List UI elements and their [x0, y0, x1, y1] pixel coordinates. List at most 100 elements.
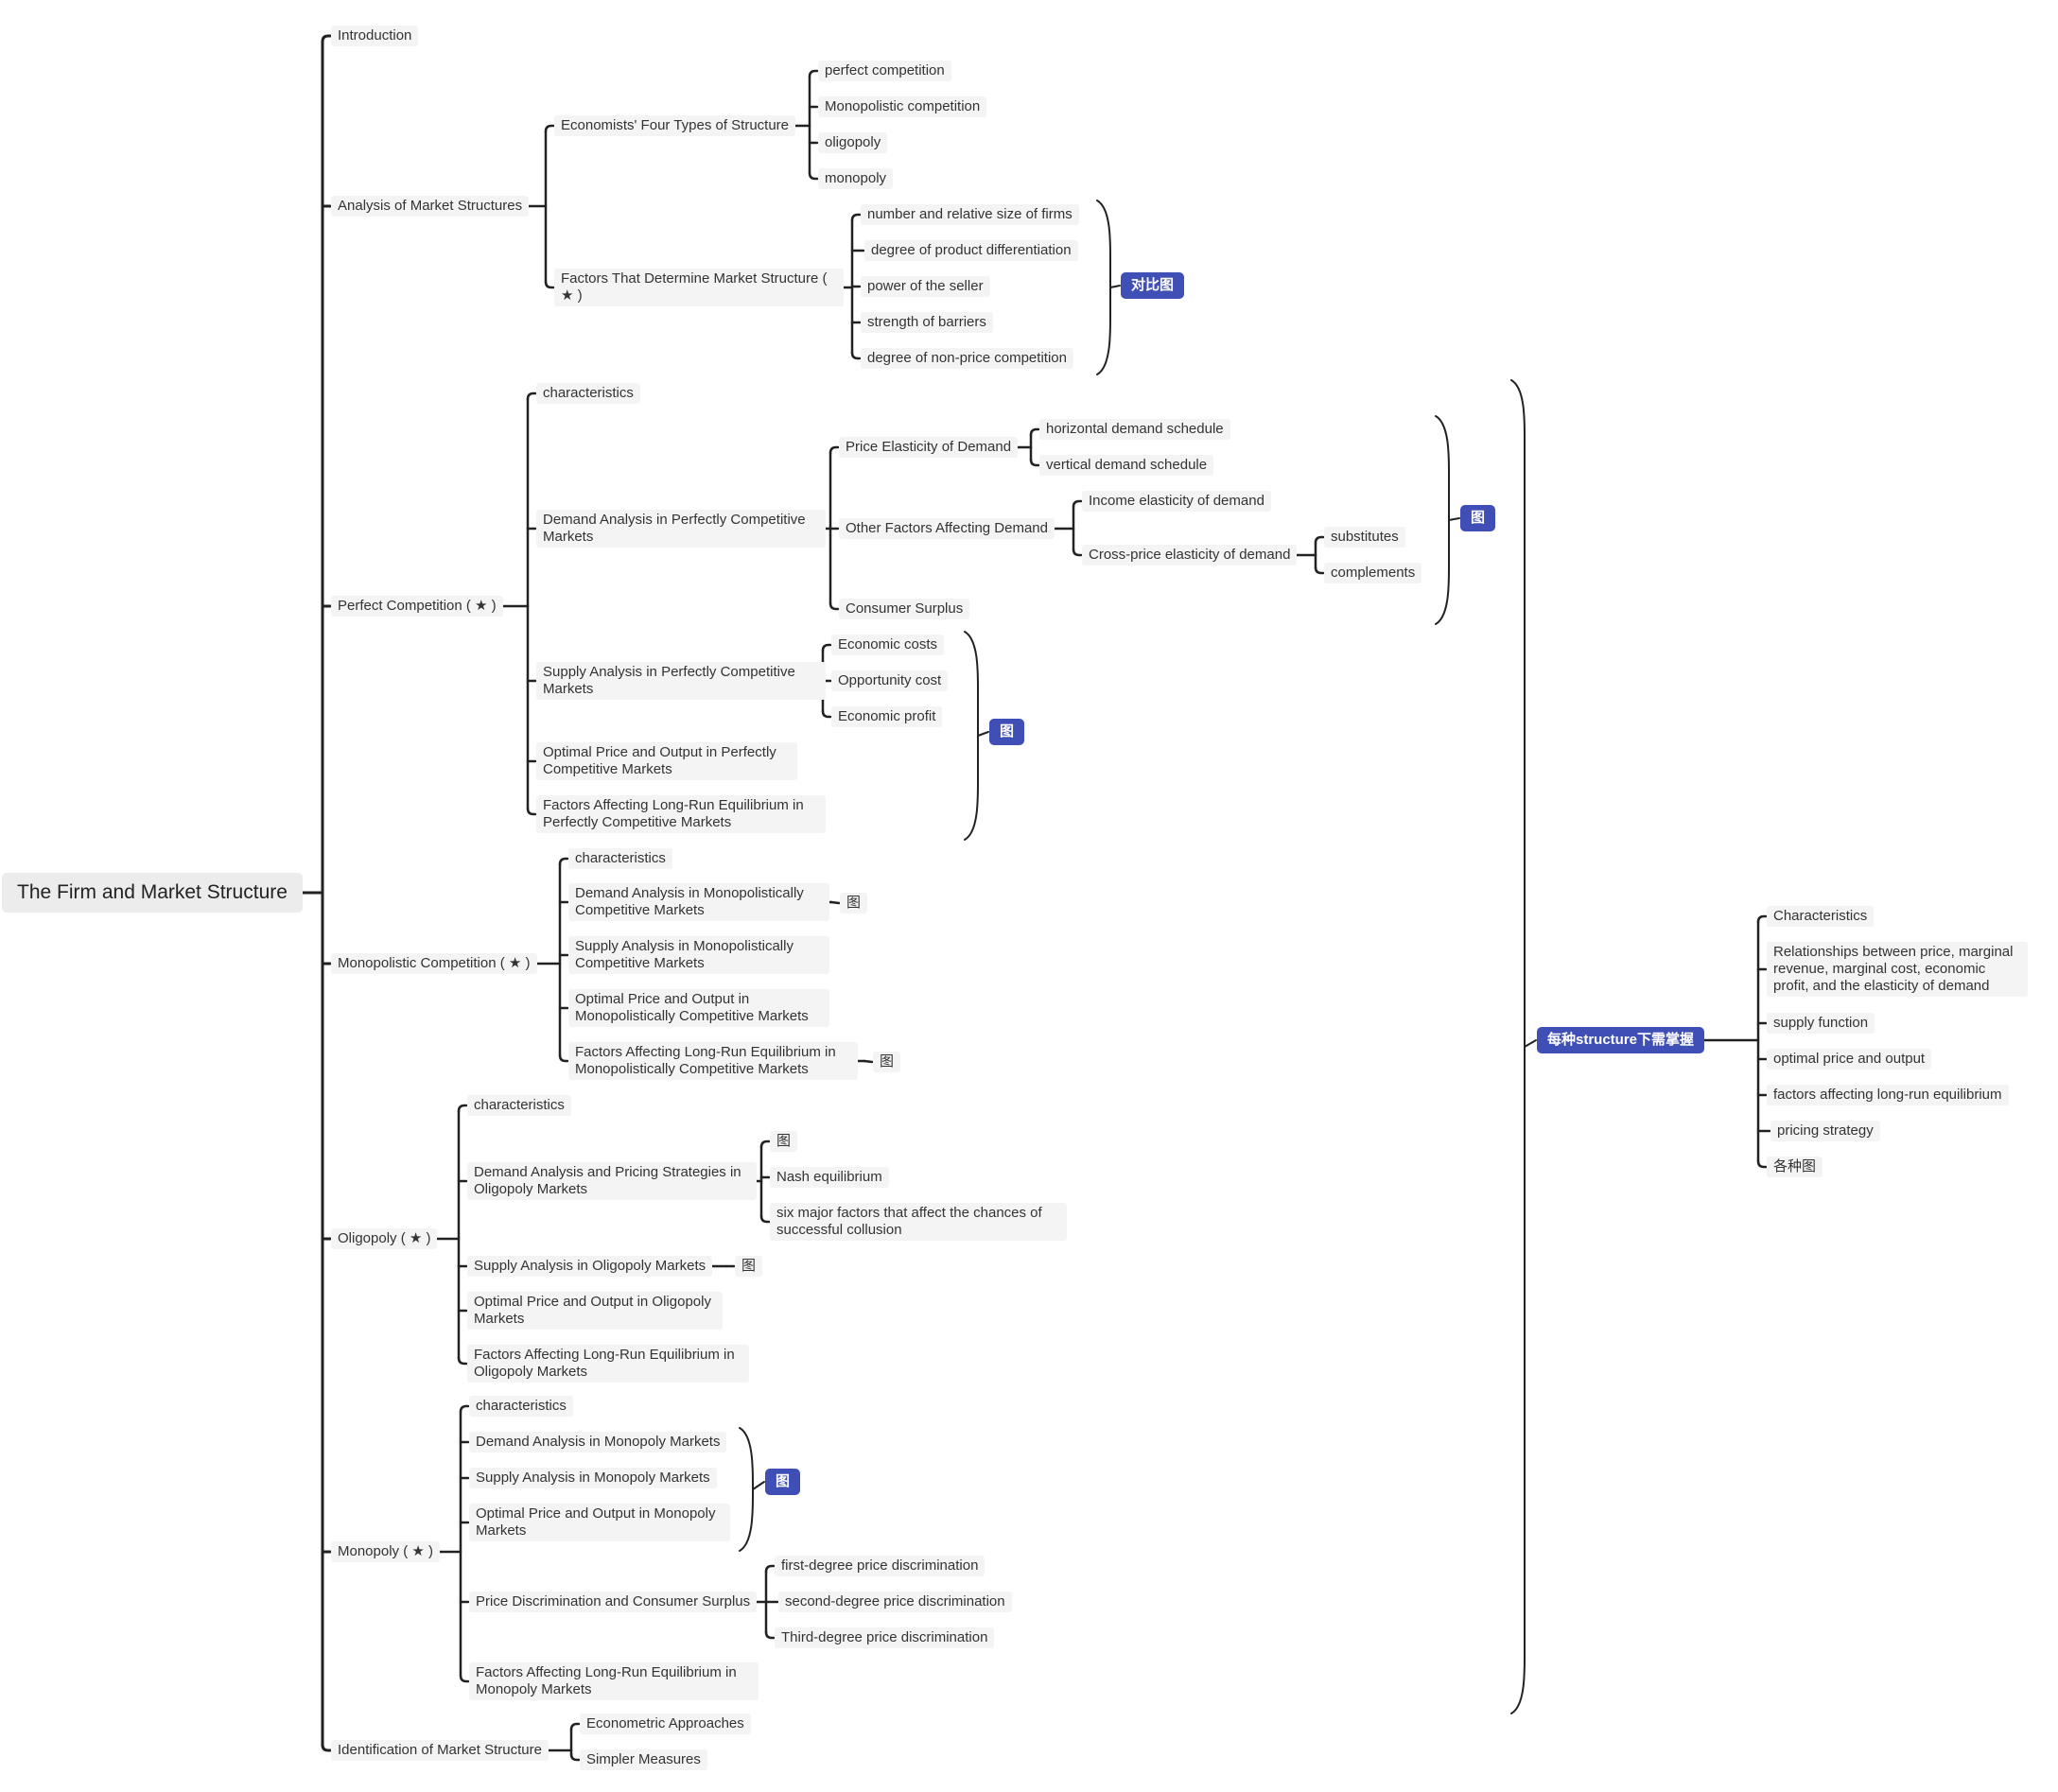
topic-nash-equilibrium[interactable]: Nash equilibrium	[770, 1167, 889, 1188]
connector-branch	[459, 1674, 470, 1683]
topic-cross-price[interactable]: Cross-price elasticity of demand	[1082, 545, 1298, 565]
topic-perfect-competition[interactable]: Perfect Competition ( ★ )	[331, 596, 503, 617]
connector-branch	[850, 351, 862, 360]
topic-first-degree[interactable]: first-degree price discrimination	[775, 1556, 985, 1576]
topic-ol-demand[interactable]: Demand Analysis and Pricing Strategies i…	[467, 1162, 757, 1200]
topic-vertical-demand[interactable]: vertical demand schedule	[1039, 455, 1214, 476]
topic-substitutes[interactable]: substitutes	[1324, 527, 1405, 548]
topic-other-factors[interactable]: Other Factors Affecting Demand	[839, 518, 1055, 539]
summary-master[interactable]: 每种structure下需掌握	[1537, 1027, 1705, 1053]
summary-monopoly-figure[interactable]: 图	[765, 1469, 801, 1495]
master-item-optimal[interactable]: optimal price and output	[1767, 1049, 1932, 1070]
topic-factor-power[interactable]: power of the seller	[861, 276, 990, 297]
topic-six-factors[interactable]: six major factors that affect the chance…	[770, 1203, 1067, 1241]
topic-ol-optimal[interactable]: Optimal Price and Output in Oligopoly Ma…	[467, 1292, 723, 1330]
topic-mc-characteristics[interactable]: characteristics	[568, 848, 672, 869]
topic-four-types[interactable]: Economists' Four Types of Structure	[554, 115, 796, 136]
topic-economic-profit[interactable]: Economic profit	[831, 706, 943, 727]
topic-introduction[interactable]: Introduction	[331, 26, 419, 46]
connector-branch	[1314, 535, 1325, 545]
summary-brace	[964, 631, 979, 841]
connector-branch	[764, 1630, 776, 1640]
topic-monopolistic-competition[interactable]: Monopolistic Competition ( ★ )	[331, 953, 537, 974]
topic-factor-nonprice[interactable]: degree of non-price competition	[861, 348, 1073, 369]
connector-branch	[759, 1140, 771, 1149]
summary-demand-figure[interactable]: 图	[1460, 505, 1496, 531]
connector-branch	[457, 1356, 468, 1366]
summary-compare-figure[interactable]: 对比图	[1121, 272, 1185, 299]
summary-link	[1448, 517, 1460, 521]
topic-pc-demand[interactable]: Demand Analysis in Perfectly Competitive…	[536, 510, 826, 548]
topic-monopolistic-item[interactable]: Monopolistic competition	[818, 96, 987, 117]
topic-oligopoly-item[interactable]: oligopoly	[818, 132, 888, 153]
connector-link	[829, 900, 841, 905]
topic-consumer-surplus[interactable]: Consumer Surplus	[839, 599, 970, 619]
connector-branch	[526, 807, 537, 816]
topic-mc-supply[interactable]: Supply Analysis in Monopolistically Comp…	[568, 936, 829, 974]
master-item-pricing[interactable]: pricing strategy	[1770, 1121, 1880, 1141]
master-item-characteristics[interactable]: Characteristics	[1767, 906, 1875, 927]
topic-price-elasticity[interactable]: Price Elasticity of Demand	[839, 437, 1019, 458]
master-item-relationships[interactable]: Relationships between price, marginal re…	[1767, 942, 2028, 997]
topic-perfect-competition-item[interactable]: perfect competition	[818, 61, 951, 81]
topic-pc-optimal[interactable]: Optimal Price and Output in Perfectly Co…	[536, 742, 797, 780]
topic-complements[interactable]: complements	[1324, 563, 1422, 583]
topic-econometric[interactable]: Econometric Approaches	[580, 1714, 751, 1734]
topic-pc-supply[interactable]: Supply Analysis in Perfectly Competitive…	[536, 662, 826, 700]
topic-monopoly-item[interactable]: monopoly	[818, 168, 894, 189]
connector-branch	[569, 1722, 581, 1731]
summary-brace	[1510, 379, 1526, 1714]
connector-branch	[1072, 499, 1083, 509]
topic-second-degree[interactable]: second-degree price discrimination	[778, 1592, 1012, 1612]
topic-price-discrimination[interactable]: Price Discrimination and Consumer Surplu…	[469, 1592, 758, 1612]
topic-mo-characteristics[interactable]: characteristics	[469, 1396, 573, 1417]
summary-link	[752, 1481, 765, 1490]
topic-mc-longrun-figure[interactable]: 图	[873, 1052, 901, 1072]
topic-horizontal-demand[interactable]: horizontal demand schedule	[1039, 419, 1230, 440]
topic-third-degree[interactable]: Third-degree price discrimination	[775, 1627, 995, 1648]
connector-branch	[1029, 458, 1040, 467]
connector-branch	[1072, 548, 1083, 557]
summary-supply-figure[interactable]: 图	[989, 719, 1025, 745]
summary-brace	[739, 1427, 754, 1552]
topic-monopoly[interactable]: Monopoly ( ★ )	[331, 1541, 440, 1562]
topic-mc-demand[interactable]: Demand Analysis in Monopolistically Comp…	[568, 883, 829, 921]
root-topic[interactable]: The Firm and Market Structure	[2, 873, 303, 913]
topic-factor-number[interactable]: number and relative size of firms	[861, 204, 1079, 225]
topic-simpler-measures[interactable]: Simpler Measures	[580, 1749, 707, 1770]
topic-mc-longrun[interactable]: Factors Affecting Long-Run Equilibrium i…	[568, 1042, 858, 1080]
topic-oligopoly[interactable]: Oligopoly ( ★ )	[331, 1228, 438, 1249]
master-item-longrun[interactable]: factors affecting long-run equilibrium	[1767, 1085, 2009, 1105]
topic-mc-optimal[interactable]: Optimal Price and Output in Monopolistic…	[568, 989, 829, 1027]
topic-mc-demand-figure[interactable]: 图	[840, 893, 868, 913]
topic-mo-supply[interactable]: Supply Analysis in Monopoly Markets	[469, 1468, 717, 1488]
topic-pc-longrun[interactable]: Factors Affecting Long-Run Equilibrium i…	[536, 795, 826, 833]
topic-ol-characteristics[interactable]: characteristics	[467, 1095, 571, 1116]
connector-link	[863, 1059, 874, 1064]
topic-analysis[interactable]: Analysis of Market Structures	[331, 196, 530, 217]
topic-ol-supply-figure[interactable]: 图	[735, 1256, 763, 1277]
topic-mo-optimal[interactable]: Optimal Price and Output in Monopoly Mar…	[469, 1504, 730, 1541]
topic-opportunity-cost[interactable]: Opportunity cost	[831, 670, 949, 691]
connector-branch	[850, 213, 862, 222]
connector-branch	[544, 124, 555, 133]
topic-economic-costs[interactable]: Economic costs	[831, 635, 945, 655]
topic-pc-characteristics[interactable]: characteristics	[536, 383, 640, 404]
topic-factors-determine[interactable]: Factors That Determine Market Structure …	[554, 269, 844, 306]
topic-factor-differentiation[interactable]: degree of product differentiation	[864, 240, 1078, 261]
master-item-supply-function[interactable]: supply function	[1767, 1013, 1875, 1034]
topic-identification[interactable]: Identification of Market Structure	[331, 1740, 549, 1761]
topic-ol-longrun[interactable]: Factors Affecting Long-Run Equilibrium i…	[467, 1345, 749, 1383]
topic-mo-longrun[interactable]: Factors Affecting Long-Run Equilibrium i…	[469, 1662, 759, 1700]
connector-branch	[1756, 1159, 1768, 1169]
topic-ol-demand-figure[interactable]: 图	[770, 1131, 798, 1152]
topic-mo-demand[interactable]: Demand Analysis in Monopoly Markets	[469, 1432, 727, 1453]
master-item-figures[interactable]: 各种图	[1767, 1157, 1823, 1177]
connector-branch	[526, 391, 537, 401]
connector-branch	[569, 1752, 581, 1762]
topic-factor-barriers[interactable]: strength of barriers	[861, 312, 993, 333]
topic-ol-supply[interactable]: Supply Analysis in Oligopoly Markets	[467, 1256, 713, 1277]
connector-branch	[544, 280, 555, 289]
topic-income-elasticity[interactable]: Income elasticity of demand	[1082, 491, 1271, 512]
